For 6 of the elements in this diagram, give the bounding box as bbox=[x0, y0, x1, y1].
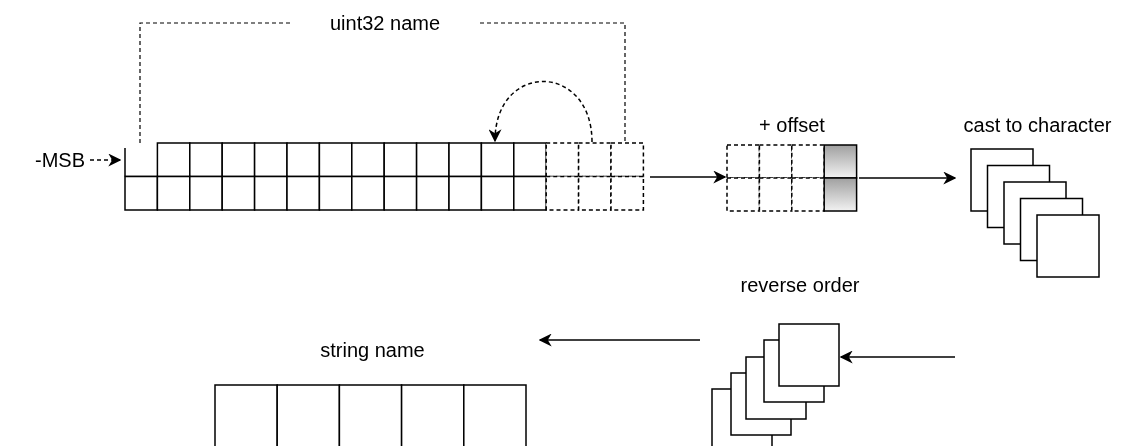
arrow bbox=[839, 350, 956, 364]
arrow bbox=[649, 170, 727, 184]
arrow bbox=[89, 153, 122, 167]
arrow bbox=[858, 171, 957, 185]
arrow bbox=[538, 333, 701, 347]
arrow bbox=[489, 80, 593, 143]
